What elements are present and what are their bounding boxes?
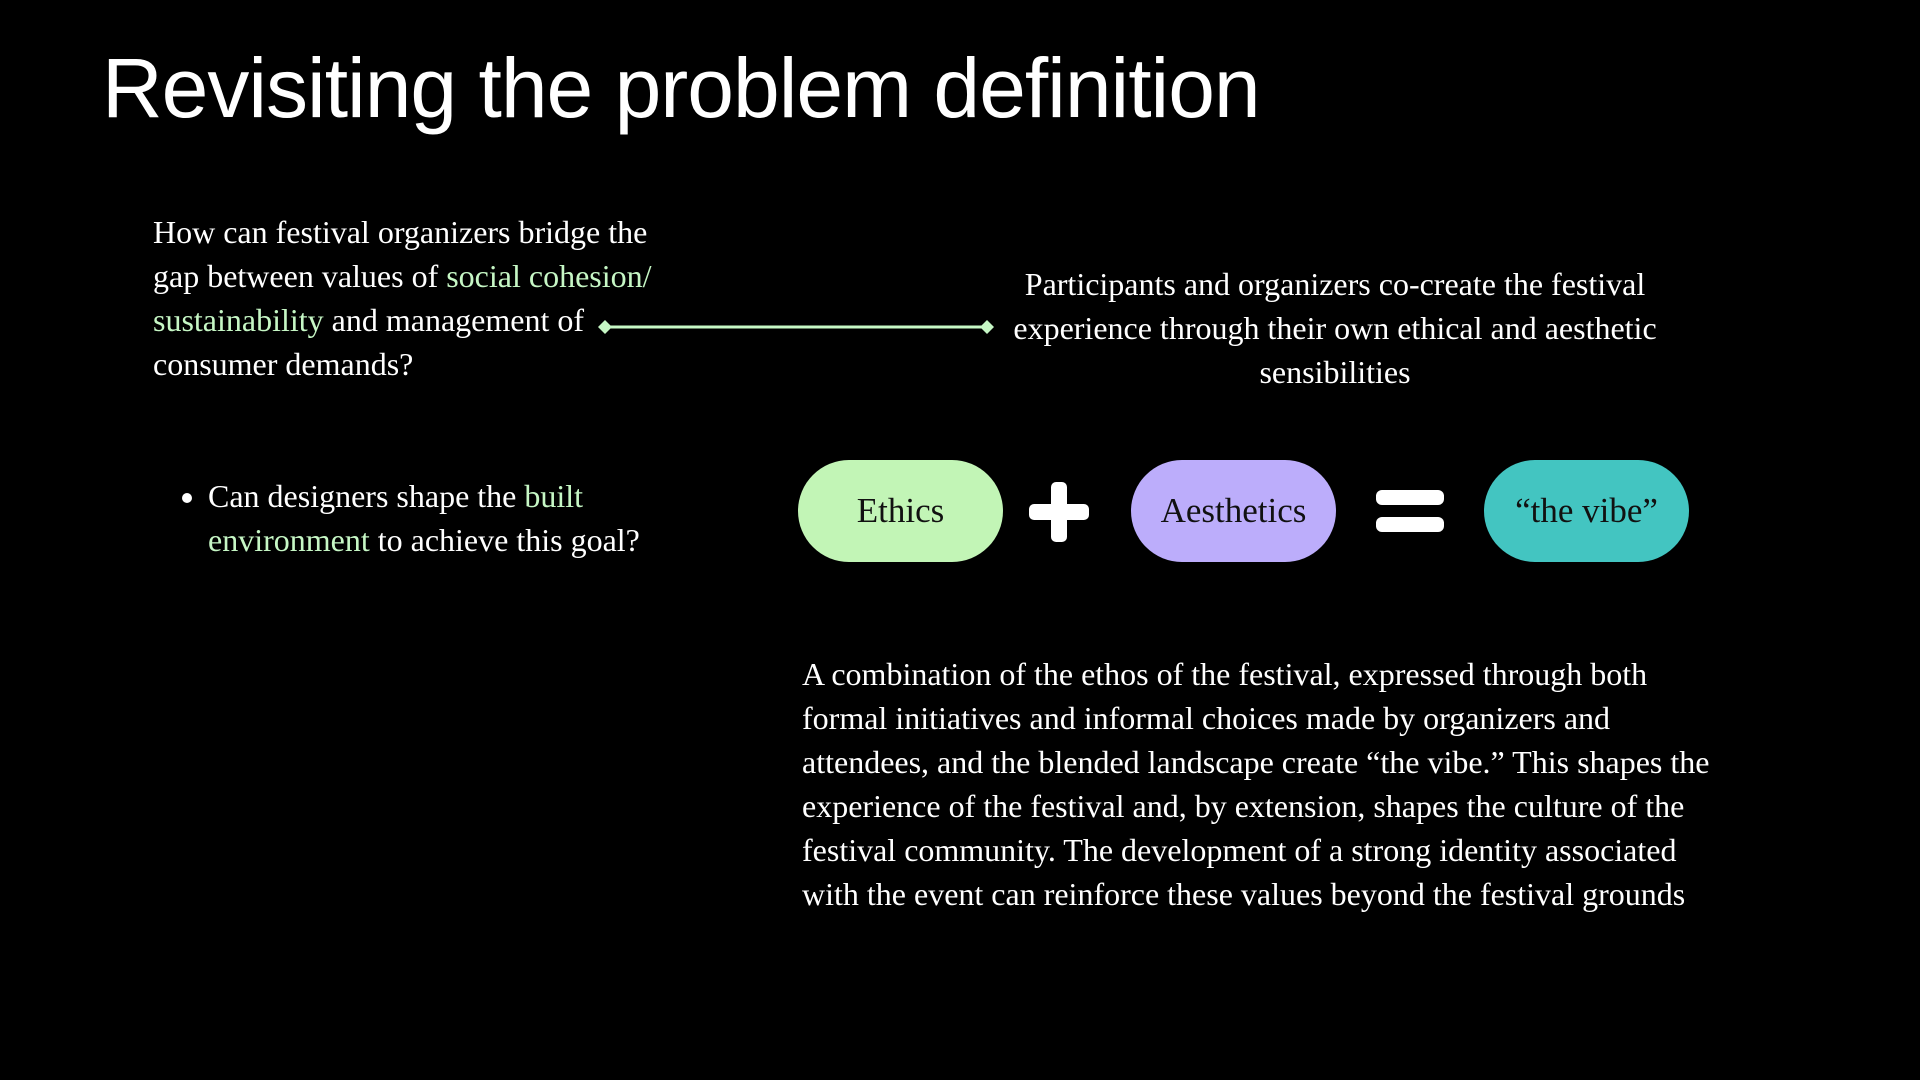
- plus-icon: [1029, 482, 1089, 542]
- ethics-pill: Ethics: [798, 460, 1003, 562]
- equals-icon-top-bar: [1376, 490, 1444, 505]
- cocreation-statement: Participants and organizers co-create th…: [1013, 266, 1657, 390]
- slide-title: Revisiting the problem definition: [102, 41, 1261, 135]
- sub-question-item: Can designers shape the built environmen…: [208, 474, 678, 562]
- bullet-highlight: built environment: [208, 478, 584, 558]
- vibe-description: A combination of the ethos of the festiv…: [802, 656, 1710, 912]
- vibe-pill: “the vibe”: [1484, 460, 1689, 562]
- aesthetics-pill: Aesthetics: [1131, 460, 1336, 562]
- question-part-2: and management of consumer demands?: [153, 302, 584, 382]
- bullet-part-2: to achieve this goal?: [369, 522, 640, 558]
- connector-start-diamond: [598, 320, 612, 334]
- plus-icon-horizontal-bar: [1029, 504, 1089, 520]
- bullet-part-1: Can designers shape the: [208, 478, 525, 514]
- problem-question: How can festival organizers bridge the g…: [153, 210, 653, 386]
- connector-end-diamond: [980, 320, 994, 334]
- question-part-1: How can festival organizers bridge the g…: [153, 214, 648, 294]
- sub-question-list: Can designers shape the built environmen…: [178, 474, 678, 562]
- problem-question-text: How can festival organizers bridge the g…: [153, 210, 653, 386]
- question-highlight: social cohesion/ sustainability: [153, 258, 652, 338]
- equals-icon: [1376, 490, 1444, 532]
- equals-icon-bottom-bar: [1376, 517, 1444, 532]
- connector-line: [598, 320, 994, 334]
